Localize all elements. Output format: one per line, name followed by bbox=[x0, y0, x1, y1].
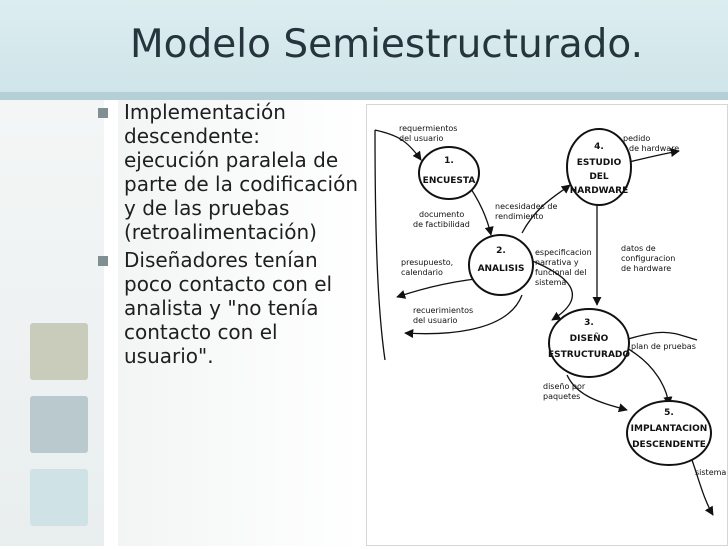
bullet-text: Diseñadores tenían poco contacto con el … bbox=[124, 248, 333, 368]
node-hardware-line1: ESTUDIO bbox=[577, 158, 622, 168]
node-analisis bbox=[468, 234, 534, 296]
node-diseno bbox=[548, 308, 630, 378]
slide-title: Modelo Semiestructurado. bbox=[130, 22, 643, 67]
node-encuesta bbox=[418, 146, 480, 200]
bullet-text: Implementación descendente: ejecución pa… bbox=[124, 100, 359, 244]
label-especificacion-3: funcional del bbox=[535, 268, 586, 277]
label-presupuesto-2: calendario bbox=[401, 268, 443, 277]
node-implantacion-line1: IMPLANTACION bbox=[631, 424, 708, 434]
arrow-diseno-to-implantacion bbox=[566, 374, 628, 413]
bullet-item: Implementación descendente: ejecución pa… bbox=[98, 100, 358, 244]
label-especificacion-2: narrativa y bbox=[535, 258, 579, 267]
label-presupuesto-1: presupuesto, bbox=[401, 258, 453, 267]
node-implantacion-number: 5. bbox=[664, 408, 674, 418]
label-plan-pruebas: plan de pruebas bbox=[631, 342, 696, 351]
node-hardware-number: 4. bbox=[594, 142, 604, 152]
square-bullet-icon bbox=[98, 256, 108, 266]
arrow-requirements-to-encuesta bbox=[374, 129, 422, 161]
label-req-usuario-top-2: del usuario bbox=[399, 134, 443, 143]
node-diseno-number: 3. bbox=[584, 318, 594, 328]
label-documento-2: de factibilidad bbox=[413, 220, 470, 229]
node-implantacion bbox=[626, 400, 712, 466]
label-sistema: sistema bbox=[695, 468, 726, 477]
node-implantacion-line2: DESCENDENTE bbox=[632, 440, 706, 450]
arrow-analisis-to-hardware bbox=[521, 184, 571, 234]
label-pedido-hw-1: pedido bbox=[623, 134, 650, 143]
node-analisis-number: 2. bbox=[496, 246, 506, 256]
label-req-usuario-bottom-2: del usuario bbox=[413, 316, 457, 325]
decor-square-blue bbox=[30, 396, 88, 453]
node-encuesta-number: 1. bbox=[444, 156, 454, 166]
node-diseno-line1: DISEÑO bbox=[570, 333, 609, 344]
arrow-plan-pruebas-line bbox=[624, 331, 698, 341]
decor-square-olive bbox=[30, 323, 88, 380]
process-diagram: 1. ENCUESTA 4. ESTUDIO DEL HARDWARE 2. A… bbox=[366, 104, 728, 546]
node-hardware-line2: DEL bbox=[589, 172, 609, 182]
arrow-implantacion-sistema bbox=[691, 459, 714, 516]
bullet-item: Diseñadores tenían poco contacto con el … bbox=[98, 248, 358, 368]
label-diseno-paquetes-2: paquetes bbox=[543, 392, 580, 401]
label-especificacion-1: especificacion bbox=[535, 248, 592, 257]
bullet-list: Implementación descendente: ejecución pa… bbox=[98, 100, 358, 368]
label-datos-config-2: configuracion bbox=[621, 254, 675, 263]
label-datos-config-3: de hardware bbox=[621, 264, 671, 273]
node-hardware bbox=[566, 128, 632, 206]
label-datos-config-1: datos de bbox=[621, 244, 656, 253]
label-req-usuario-top-1: requermientos bbox=[399, 124, 457, 133]
arrow-analisis-to-diseno bbox=[529, 259, 574, 321]
node-encuesta-label: ENCUESTA bbox=[423, 176, 476, 186]
label-pedido-hw-2: de hardware bbox=[629, 144, 679, 153]
node-diseno-line2: ESTRUCTURADO bbox=[548, 350, 630, 360]
label-especificacion-4: sistema bbox=[535, 278, 566, 287]
title-underline bbox=[0, 92, 728, 100]
title-band bbox=[0, 0, 728, 92]
label-diseno-paquetes-1: diseño por bbox=[543, 382, 586, 391]
square-bullet-icon bbox=[98, 108, 108, 118]
arrow-analisis-requerimientos bbox=[404, 294, 523, 339]
label-documento-1: documento bbox=[419, 210, 464, 219]
decor-square-light bbox=[30, 469, 88, 526]
label-necesidades-2: rendimiento bbox=[495, 212, 544, 221]
node-analisis-label: ANALISIS bbox=[478, 264, 525, 274]
arrow-plan-to-implantacion bbox=[624, 346, 673, 406]
label-necesidades-1: necesidades de bbox=[495, 202, 557, 211]
node-hardware-line3: HARDWARE bbox=[570, 186, 628, 196]
label-req-usuario-bottom-1: recuerimientos bbox=[413, 306, 473, 315]
